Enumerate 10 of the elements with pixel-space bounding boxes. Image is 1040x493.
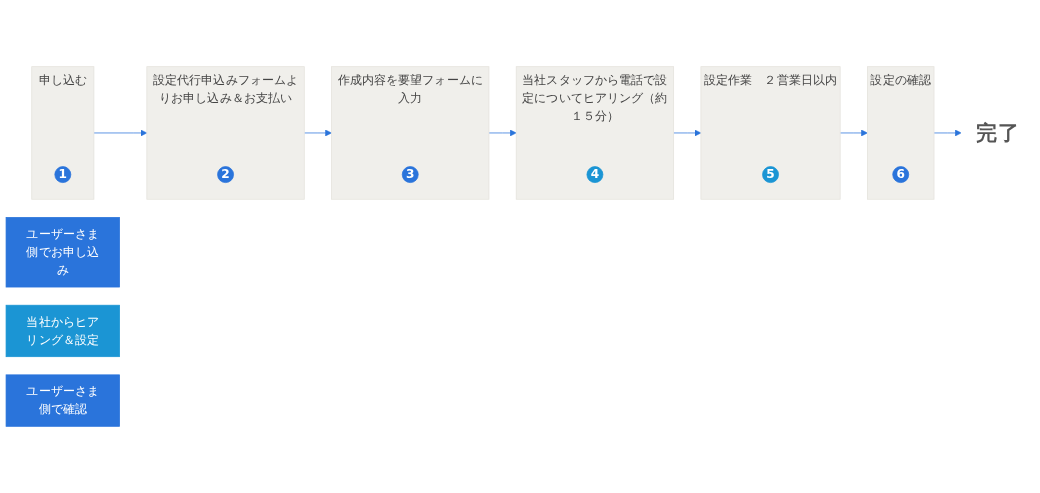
node-box: 当社からヒアリング＆設定 (5, 304, 120, 358)
node-circle: 4 (586, 166, 604, 183)
node-circle: 6 (892, 166, 910, 183)
node-circle: 2 (217, 166, 234, 183)
node-box: ユーザーさま側でお申し込み (5, 217, 120, 288)
node-circle: 5 (762, 166, 779, 183)
node-box: ユーザーさま側で確認 (5, 374, 120, 427)
node-circle: 1 (54, 166, 72, 183)
node-circle: 3 (401, 166, 419, 183)
node-text: 完了 (976, 120, 1019, 146)
